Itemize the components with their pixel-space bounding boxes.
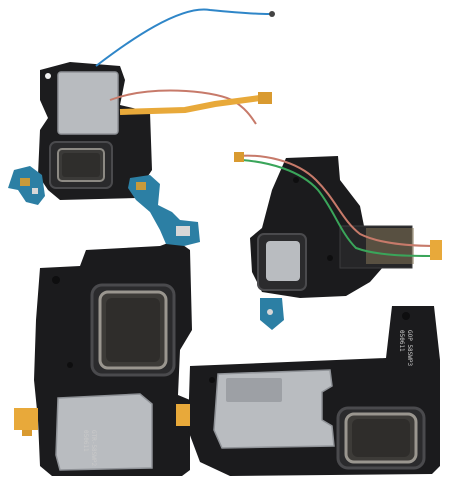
small-pcb-left xyxy=(8,166,45,205)
red-wire-right xyxy=(237,154,439,247)
body-marking-1: GOP 58SWP3 xyxy=(406,330,413,367)
shield-marking-2: 050611 xyxy=(82,430,89,452)
pcb-flex-large-left xyxy=(128,175,200,246)
top-left-speaker-module xyxy=(38,62,152,200)
bottom-right-speaker-module: GOP 58SWP3 050611 xyxy=(188,306,440,476)
blue-antenna-wire xyxy=(95,8,271,67)
shield-marking-1: GTR-58SWP2 xyxy=(90,430,97,467)
large-left-speaker-module: GTR-58SWP2 050611 xyxy=(34,240,192,476)
flex-tab-bottom-right xyxy=(176,404,190,426)
green-wire xyxy=(241,159,437,257)
body-marking-2: 050611 xyxy=(398,330,405,352)
orange-flex-cable xyxy=(119,95,261,115)
flex-tab-left xyxy=(14,408,38,436)
right-middle-speaker-module xyxy=(250,156,414,330)
red-antenna-wire xyxy=(109,89,257,125)
